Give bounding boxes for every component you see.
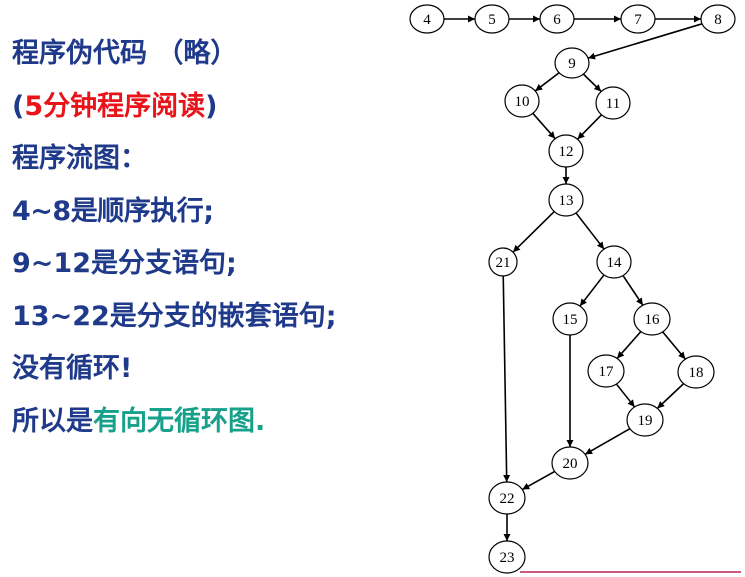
node-circle <box>700 4 736 34</box>
edge-8-to-9 <box>587 23 703 60</box>
node-circle <box>596 245 632 279</box>
node-label: 13 <box>559 193 574 209</box>
node-circle <box>548 134 584 168</box>
node-label: 11 <box>606 96 620 112</box>
node-circle <box>633 302 671 336</box>
node-circle <box>620 4 656 34</box>
node-circle <box>488 247 518 277</box>
edge-14-to-16 <box>622 275 644 306</box>
node-circle <box>539 4 575 34</box>
node-label: 17 <box>599 364 615 380</box>
edge-13-to-14 <box>575 212 605 250</box>
node-label: 5 <box>488 12 496 28</box>
paren-open: ( <box>12 90 25 122</box>
node-6: 6 <box>539 4 575 34</box>
node-label: 15 <box>563 312 578 328</box>
edge-21-to-22 <box>502 275 511 483</box>
sequential-note: 4~8是顺序执行; <box>12 195 214 227</box>
nodes-layer: 4 5 6 7 8 9 10 11 12 13 21 14 15 16 17 18 19 20 22 23 <box>409 4 736 574</box>
node-label: 14 <box>607 255 623 271</box>
node-19: 19 <box>626 403 664 437</box>
edge-9-to-11 <box>582 73 602 93</box>
node-label: 9 <box>568 56 576 72</box>
node-label: 18 <box>689 365 704 381</box>
node-circle <box>552 302 588 336</box>
nested-branch-note: 13~22是分支的嵌套语句; <box>12 300 337 332</box>
node-circle <box>409 4 445 34</box>
conclusion-line: 所以是有向无循环图. <box>12 396 412 449</box>
node-label: 23 <box>500 550 515 566</box>
node-circle <box>587 354 625 388</box>
node-15: 15 <box>552 302 588 336</box>
reading-time-line: (5分钟程序阅读) <box>12 81 412 134</box>
edge-10-to-12 <box>532 112 556 140</box>
node-5: 5 <box>474 4 510 34</box>
node-label: 8 <box>714 12 722 28</box>
node-18: 18 <box>677 355 715 389</box>
node-14: 14 <box>596 245 632 279</box>
node-circle <box>504 84 540 118</box>
node-22: 22 <box>488 481 526 515</box>
node-17: 17 <box>587 354 625 388</box>
edge-19-to-20 <box>584 427 631 456</box>
node-23: 23 <box>488 540 526 574</box>
node-4: 4 <box>409 4 445 34</box>
node-label: 19 <box>638 413 653 429</box>
node-7: 7 <box>620 4 656 34</box>
node-11: 11 <box>595 86 631 120</box>
edges-layer <box>444 15 703 541</box>
edge-16-to-18 <box>662 331 686 360</box>
node-circle <box>626 403 664 437</box>
node-label: 22 <box>500 491 515 507</box>
node-circle <box>554 47 590 79</box>
node-circle <box>551 446 589 480</box>
node-circle <box>488 481 526 515</box>
node-20: 20 <box>551 446 589 480</box>
node-13: 13 <box>548 183 584 217</box>
edge-14-to-15 <box>579 274 605 307</box>
node-circle <box>595 86 631 120</box>
edge-20-to-22 <box>521 470 556 491</box>
node-21: 21 <box>488 247 518 277</box>
node-label: 12 <box>559 144 574 160</box>
conclusion-prefix: 所以是 <box>12 405 93 437</box>
branch-note: 9~12是分支语句; <box>12 248 237 279</box>
node-circle <box>677 355 715 389</box>
description-panel: 程序伪代码 （略） (5分钟程序阅读) 程序流图： 4~8是顺序执行; 9~12… <box>12 28 412 448</box>
edge-9-to-10 <box>534 72 560 92</box>
node-label: 16 <box>645 312 661 328</box>
conclusion-highlight: 有向无循环图. <box>93 405 266 437</box>
node-label: 10 <box>515 94 530 110</box>
node-circle <box>548 183 584 217</box>
paren-close: ) <box>205 90 218 122</box>
node-label: 20 <box>563 456 578 472</box>
node-label: 21 <box>496 255 511 271</box>
node-10: 10 <box>504 84 540 118</box>
edge-11-to-12 <box>576 114 603 140</box>
node-9: 9 <box>554 47 590 79</box>
node-label: 6 <box>553 12 561 28</box>
pseudocode-line: 程序伪代码 （略） <box>12 38 238 69</box>
reading-time-text: 5分钟程序阅读 <box>24 90 206 122</box>
node-12: 12 <box>548 134 584 168</box>
node-label: 4 <box>423 12 431 28</box>
edge-16-to-17 <box>616 331 642 359</box>
edge-13-to-21 <box>512 210 555 253</box>
node-label: 7 <box>634 12 642 28</box>
node-16: 16 <box>633 302 671 336</box>
node-circle <box>474 4 510 34</box>
edge-17-to-19 <box>615 383 636 408</box>
no-loop-note: 没有循环! <box>12 353 133 384</box>
edge-18-to-19 <box>656 383 685 409</box>
flow-graph-heading: 程序流图： <box>12 143 147 174</box>
node-circle <box>488 540 526 574</box>
node-8: 8 <box>700 4 736 34</box>
